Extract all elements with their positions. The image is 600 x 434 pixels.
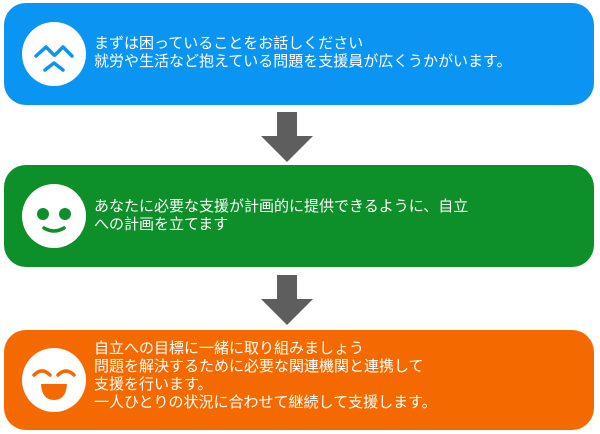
happy-face-icon [22,348,86,412]
troubled-face-icon [22,22,86,86]
neutral-smile-face-icon [22,184,86,248]
step-1-heading: まずは困っていることをお話しください [94,34,364,52]
step-1-detail: 就労や生活など抱えている問題を支援員が広くうかがいます。 [94,52,512,70]
step-2-line-2: への計画を立てます [94,215,229,233]
step-2-box: あなたに必要な支援が計画的に提供できるように、自立 への計画を立てます [4,165,594,267]
step-2-line-1: あなたに必要な支援が計画的に提供できるように、自立 [94,197,469,215]
step-3-heading: 自立への目標に一緒に取り組みましょう [94,339,365,357]
step-3-line-2: 支援を行います。 [94,375,213,393]
step-3-text: 自立への目標に一緒に取り組みましょう 問題を解決するために必要な関連機関と連携し… [94,339,582,411]
step-2-text: あなたに必要な支援が計画的に提供できるように、自立 への計画を立てます [94,197,582,233]
step-3-line-1: 問題を解決するために必要な関連機関と連携して [94,357,424,375]
step-3-box: 自立への目標に一緒に取り組みましょう 問題を解決するために必要な関連機関と連携し… [4,330,594,430]
step-3-line-3: 一人ひとりの状況に合わせて継続して支援します。 [94,393,437,411]
step-1-box: まずは困っていることをお話しください 就労や生活など抱えている問題を支援員が広く… [4,3,594,105]
step-1-text: まずは困っていることをお話しください 就労や生活など抱えている問題を支援員が広く… [94,34,582,70]
down-arrow-icon [259,112,315,162]
down-arrow-icon [259,275,315,325]
